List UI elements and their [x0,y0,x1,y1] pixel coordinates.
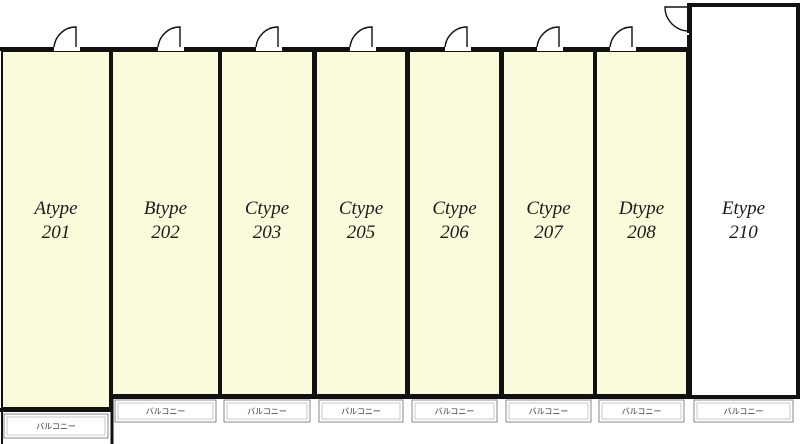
balcony-label: バルコニー [36,422,76,431]
unit-number-label: 202 [151,222,180,243]
door-swing-icon [536,26,560,50]
unit-type-label: Dtype [618,198,664,219]
unit-number-label: 203 [253,222,282,243]
balcony-205 [318,399,404,423]
balcony-202 [114,399,217,423]
unit-room-201 [1,50,111,409]
unit-number-label: 206 [440,222,469,243]
balcony-label: バルコニー [247,407,287,416]
unit-type-label: Ctype [339,198,383,219]
unit-number-label: 210 [729,222,758,243]
balcony-rail [696,402,791,420]
balcony-208 [598,399,685,423]
unit-number-label: 208 [627,222,656,243]
unit-room-206 [408,50,501,396]
unit-number-label: 207 [534,222,564,243]
balconies-layer: バルコニーバルコニーバルコニーバルコニーバルコニーバルコニーバルコニーバルコニー [1,397,794,444]
balcony-rail [226,402,308,420]
balcony-label: バルコニー [341,407,381,416]
door-swing-icon [255,26,279,50]
unit-type-label: Btype [144,198,187,219]
balcony-rail [601,402,682,420]
door-swing-icon [444,26,468,50]
balcony-rail [321,402,401,420]
unit-type-label: Etype [721,198,765,219]
balcony-label: バルコニー [724,407,764,416]
door-swing-icon [157,26,181,50]
unit-type-label: Atype [32,198,77,219]
door-swing-icon [609,26,633,50]
door-swing-icon [53,26,77,50]
balcony-rail [6,416,106,436]
unit-type-label: Ctype [245,198,289,219]
balcony-rail [414,402,495,420]
unit-number-label: 201 [42,222,71,243]
balcony-label: バルコニー [622,407,662,416]
door-swing-icon [664,6,690,32]
balcony-label: バルコニー [529,407,569,416]
unit-number-label: 205 [347,222,376,243]
balcony-201 [3,413,109,439]
balcony-rail [508,402,589,420]
balcony-203 [223,399,311,423]
unit-type-label: Ctype [432,198,476,219]
labels-layer: Atype 201 Btype 202 Ctype 203 Ctype 205 Ctype 206… [32,198,765,243]
balcony-rail [117,402,214,420]
unit-room-208 [595,50,688,396]
unit-type-label: Ctype [526,198,570,219]
balcony-206 [411,399,498,423]
door-swing-icon [349,26,373,50]
balcony-label: バルコニー [146,407,186,416]
balcony-210 [693,399,794,423]
doors-layer [53,5,691,51]
balcony-label: バルコニー [435,407,475,416]
balcony-207 [505,399,592,423]
